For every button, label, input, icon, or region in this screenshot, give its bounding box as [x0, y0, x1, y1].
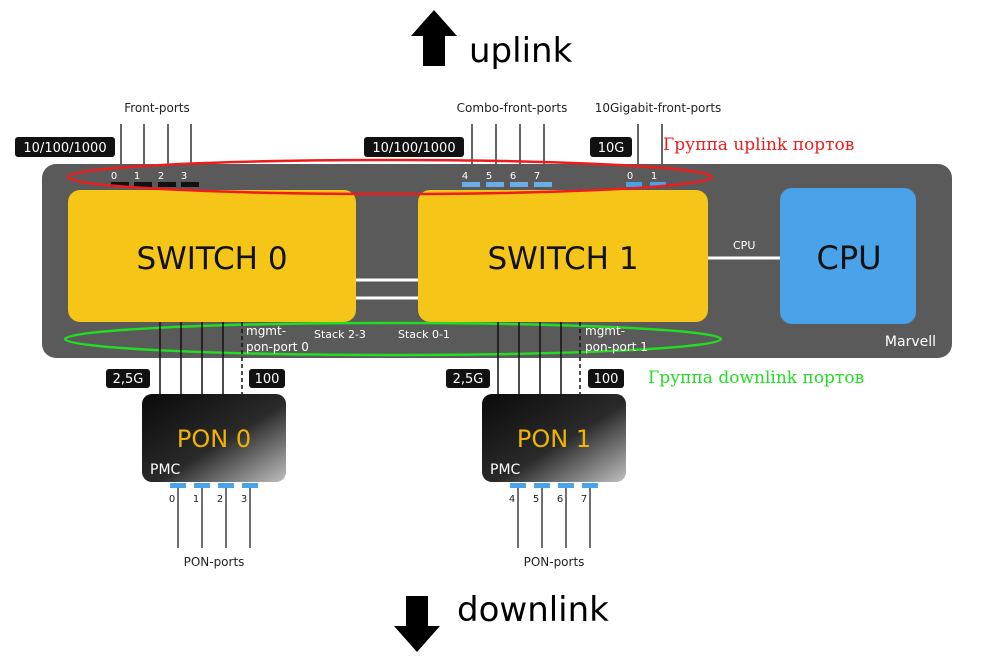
switch-1	[418, 190, 708, 322]
downlink-label: downlink	[457, 590, 609, 630]
svg-text:6: 6	[557, 494, 563, 505]
pon-1-label: PON 1	[517, 425, 591, 453]
pon-0-module	[142, 394, 286, 482]
switch-0	[68, 190, 356, 322]
pon1-port-lines	[517, 488, 591, 548]
tengig-port-connectors	[626, 182, 666, 187]
pon0-port-numbers: 0 1 2 3	[169, 494, 247, 505]
tengig-port-numbers: 0 1	[627, 171, 657, 182]
pon-ports-0-label: PON-ports	[184, 555, 245, 569]
switch-1-label: SWITCH 1	[487, 241, 638, 277]
cpu-link-label: CPU	[733, 239, 755, 252]
mgmt-pon-port-0-label-line2: pon-port 0	[246, 340, 309, 354]
pon0-port-lines	[177, 488, 251, 548]
svg-text:6: 6	[510, 171, 516, 182]
svg-text:0: 0	[169, 494, 175, 505]
svg-text:3: 3	[181, 171, 187, 182]
uplink-group-label: Группа uplink портов	[663, 135, 854, 155]
svg-text:100: 100	[594, 372, 619, 387]
speed-badge-pon1-uplink: 2,5G	[446, 369, 490, 388]
mgmt-pon-port-0-label-line1: mgmt-	[246, 324, 286, 338]
speed-badge-front: 10/100/1000	[15, 137, 115, 157]
mgmt-pon-port-1-label-line2: pon-port 1	[585, 340, 648, 354]
svg-text:2: 2	[217, 494, 223, 505]
svg-text:4: 4	[509, 494, 515, 505]
svg-text:5: 5	[533, 494, 539, 505]
stack-links	[356, 278, 418, 300]
downlink-group-ellipse	[63, 321, 723, 357]
pon-1-pmc-label: PMC	[490, 462, 521, 478]
svg-text:10G: 10G	[598, 141, 625, 156]
svg-text:7: 7	[534, 171, 540, 182]
switch-0-label: SWITCH 0	[136, 241, 287, 277]
svg-text:0: 0	[111, 171, 117, 182]
combo-front-ports-header: Combo-front-ports	[457, 101, 568, 115]
svg-text:2: 2	[158, 171, 164, 182]
svg-text:7: 7	[581, 494, 587, 505]
front-port-connectors	[111, 182, 199, 187]
combo-port-connectors	[462, 182, 552, 187]
svg-text:10/100/1000: 10/100/1000	[372, 141, 455, 156]
uplink-arrow-icon	[411, 10, 457, 66]
cpu-label: CPU	[816, 239, 881, 277]
front-ports-header: Front-ports	[124, 101, 190, 115]
pon0-uplink-lines	[159, 322, 224, 394]
pon-0-label: PON 0	[177, 425, 251, 453]
downlink-arrow-icon	[394, 596, 440, 652]
svg-text:0: 0	[627, 171, 633, 182]
pon1-port-numbers: 4 5 6 7	[509, 494, 587, 505]
tengig-front-ports-header: 10Gigabit-front-ports	[595, 101, 722, 115]
pon-0-pmc-label: PMC	[150, 462, 181, 478]
svg-text:1: 1	[134, 171, 140, 182]
speed-badge-pon0-uplink: 2,5G	[106, 369, 150, 388]
svg-text:1: 1	[193, 494, 199, 505]
speed-badge-combo: 10/100/1000	[364, 137, 464, 157]
svg-text:3: 3	[241, 494, 247, 505]
pon-1-module	[482, 394, 626, 482]
svg-text:1: 1	[651, 171, 657, 182]
speed-badge-pon0-mgmt: 100	[249, 369, 285, 388]
combo-port-numbers: 4 5 6 7	[462, 171, 540, 182]
stack-2-3-label: Stack 2-3	[314, 328, 366, 341]
pon1-port-connectors	[510, 483, 598, 488]
svg-text:4: 4	[462, 171, 468, 182]
svg-text:2,5G: 2,5G	[113, 372, 144, 387]
svg-text:100: 100	[255, 372, 280, 387]
svg-text:10/100/1000: 10/100/1000	[23, 141, 106, 156]
downlink-group-label: Группа downlink портов	[648, 368, 864, 388]
speed-badge-tengig: 10G	[590, 137, 632, 157]
pon1-uplink-lines	[497, 322, 562, 394]
speed-badge-pon1-mgmt: 100	[588, 369, 624, 388]
uplink-label: uplink	[469, 31, 573, 71]
pon-ports-1-label: PON-ports	[524, 555, 585, 569]
mgmt-pon-port-1-label-line1: mgmt-	[585, 324, 625, 338]
front-port-numbers: 0 1 2 3	[111, 171, 187, 182]
stack-0-1-label: Stack 0-1	[398, 328, 450, 341]
vendor-label: Marvell	[885, 334, 936, 350]
svg-text:2,5G: 2,5G	[453, 372, 484, 387]
pon0-port-connectors	[170, 483, 258, 488]
svg-text:5: 5	[486, 171, 492, 182]
cpu-block	[780, 188, 916, 324]
uplink-group-ellipse	[66, 158, 714, 196]
